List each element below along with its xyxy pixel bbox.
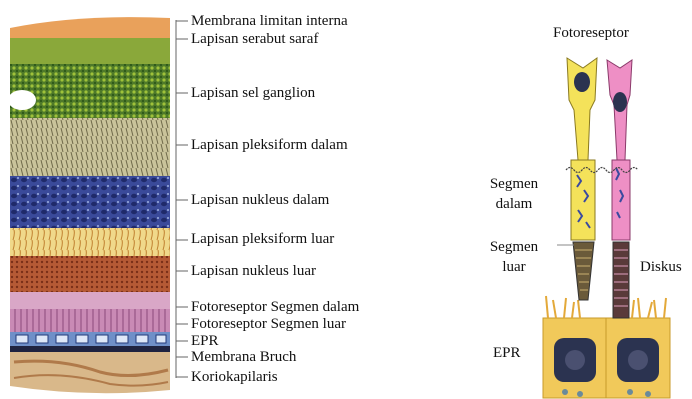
nerve-fiber-band xyxy=(10,38,170,66)
internal-limiting-membrane-band xyxy=(10,17,170,40)
photoreceptor-title: Fotoreseptor xyxy=(553,23,629,43)
rod-outer-segment xyxy=(613,242,629,318)
layer-label-lapisan-pleksiform-luar: Lapisan pleksiform luar xyxy=(191,232,334,247)
rod-cell xyxy=(607,60,632,318)
layer-label-lapisan-nukleus-luar: Lapisan nukleus luar xyxy=(191,264,316,279)
ganglion-cell-band xyxy=(10,64,170,120)
rpe-microvilli xyxy=(546,296,666,318)
label-bracket xyxy=(176,20,188,378)
outer-plexiform-band xyxy=(10,228,170,258)
layer-label-lapisan-serabut-saraf: Lapisan serabut saraf xyxy=(191,32,318,47)
disc-label: Diskus xyxy=(640,257,682,277)
layer-label-lapisan-pleksiform-dalam: Lapisan pleksiform dalam xyxy=(191,138,348,153)
inner-segment-band xyxy=(10,292,170,310)
inner-segment-label-line2: dalam xyxy=(484,194,544,214)
outer-segment-label-line2: luar xyxy=(484,257,544,277)
outer-segment-label-line1: Segmen xyxy=(484,237,544,257)
cone-cell xyxy=(567,58,597,300)
inner-plexiform-band xyxy=(10,118,170,178)
layer-label-koriokapilaris: Koriokapilaris xyxy=(191,370,278,385)
cone-outer-segment xyxy=(573,242,594,300)
outer-segment-label: Segmen luar xyxy=(484,237,544,277)
inner-segment-label: Segmen dalam xyxy=(484,174,544,214)
layer-label-membrana-bruch: Membrana Bruch xyxy=(191,350,296,365)
layer-label-fotoreseptor-segmen-luar: Fotoreseptor Segmen luar xyxy=(191,317,346,332)
inner-nuclear-band xyxy=(10,176,170,230)
bruch-membrane-band xyxy=(10,346,170,352)
outer-nuclear-band xyxy=(10,256,170,294)
layer-label-epr: EPR xyxy=(191,334,219,349)
rpe-label: EPR xyxy=(493,343,521,363)
inner-segment-label-line1: Segmen xyxy=(484,174,544,194)
retina-cross-section xyxy=(8,17,170,393)
vessel-lumen xyxy=(8,90,36,110)
layer-label-lapisan-nukleus-dalam: Lapisan nukleus dalam xyxy=(191,193,329,208)
layer-label-fotoreseptor-segmen-dalam: Fotoreseptor Segmen dalam xyxy=(191,300,359,315)
choriocapillaris-band xyxy=(10,352,170,393)
outer-segment-band xyxy=(10,309,170,333)
layer-label-lapisan-sel-ganglion: Lapisan sel ganglion xyxy=(191,86,315,101)
photoreceptor-diagram xyxy=(543,58,670,398)
layer-label-membrana-limitan-interna: Membrana limitan interna xyxy=(191,14,348,29)
